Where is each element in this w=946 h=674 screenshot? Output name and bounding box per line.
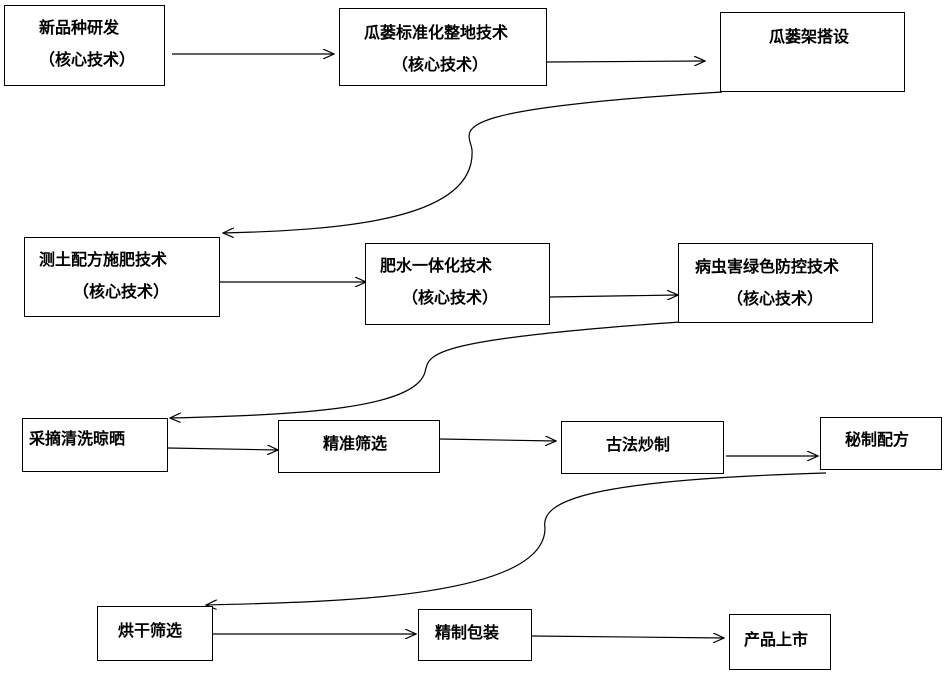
process-box-soil-test-fertilization: 测土配方施肥技术 （核心技术） <box>24 237 220 317</box>
process-box-precise-screening: 精准筛选 <box>278 420 440 473</box>
arrow-n5-to-n6 <box>549 295 678 297</box>
node-sublabel: （核心技术） <box>727 289 824 308</box>
node-label: 秘制配方 <box>845 430 910 449</box>
arrow-n2-to-n3 <box>546 61 705 62</box>
node-sublabel: （核心技术） <box>392 55 489 74</box>
node-label: 古法炒制 <box>606 435 671 454</box>
process-box-ancient-stir-fry: 古法炒制 <box>561 421 724 474</box>
node-label: 肥水一体化技术 <box>380 256 493 275</box>
process-box-green-pest-control: 病虫害绿色防控技术 （核心技术） <box>678 243 873 323</box>
process-box-dry-screening: 烘干筛选 <box>97 606 213 661</box>
arrow-n8-to-n9 <box>439 439 556 441</box>
process-box-refined-packaging: 精制包装 <box>418 609 532 661</box>
process-box-trellis-setup: 瓜蒌架搭设 <box>720 12 905 92</box>
node-label: 精制包装 <box>435 623 500 642</box>
node-sublabel: （核心技术） <box>402 288 499 307</box>
process-box-harvest-wash-dry: 采摘清洗晾晒 <box>22 418 168 472</box>
node-label: 病虫害绿色防控技术 <box>695 257 840 276</box>
arrow-n6-to-n7 <box>170 321 681 418</box>
node-label: 烘干筛选 <box>118 621 183 640</box>
arrow-n7-to-n8 <box>167 448 278 450</box>
arrow-n12-to-n13 <box>531 636 724 638</box>
node-sublabel: （核心技术） <box>39 50 136 69</box>
arrow-n10-to-n11 <box>206 472 827 605</box>
node-label: 瓜蒌标准化整地技术 <box>364 23 509 42</box>
process-box-new-variety-rd: 新品种研发 （核心技术） <box>4 5 165 86</box>
process-box-standard-land-prep: 瓜蒌标准化整地技术 （核心技术） <box>339 8 547 86</box>
process-box-secret-formula: 秘制配方 <box>820 417 942 470</box>
arrow-n3-to-n4 <box>223 91 723 233</box>
node-label: 新品种研发 <box>39 18 120 37</box>
node-sublabel: （核心技术） <box>73 282 170 301</box>
node-label: 瓜蒌架搭设 <box>769 27 850 46</box>
node-label: 精准筛选 <box>323 434 388 453</box>
node-label: 产品上市 <box>744 630 809 649</box>
node-label: 测土配方施肥技术 <box>39 250 168 269</box>
process-box-product-launch: 产品上市 <box>729 614 831 670</box>
node-label: 采摘清洗晾晒 <box>29 429 126 448</box>
process-box-water-fertilizer-integration: 肥水一体化技术 （核心技术） <box>365 243 550 325</box>
